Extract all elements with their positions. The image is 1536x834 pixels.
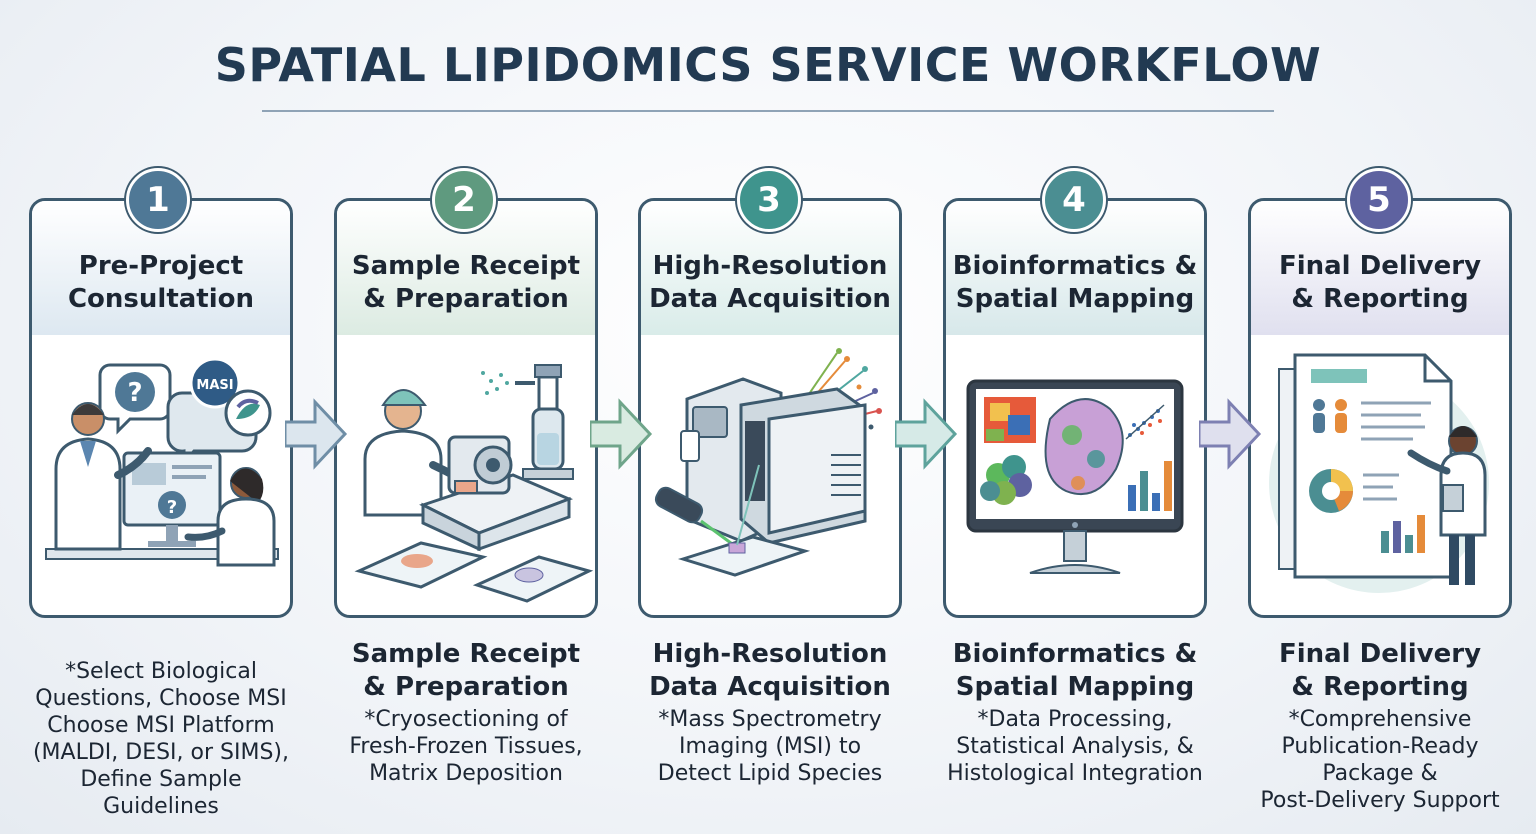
arrow-right-icon bbox=[285, 398, 348, 470]
step-1-number-badge: 1 bbox=[126, 168, 190, 232]
step-3-card-title: High-Resolution Data Acquisition bbox=[649, 251, 891, 314]
step-1-card-title: Pre-Project Consultation bbox=[67, 251, 255, 314]
step-5-card-title: Final Delivery & Reporting bbox=[1278, 251, 1482, 314]
step-3-desc-title: High-Resolution Data Acquisition bbox=[649, 639, 891, 702]
step-5-number-badge: 5 bbox=[1347, 168, 1411, 232]
step-2-description: Sample Receipt & Preparation *Cryosectio… bbox=[316, 638, 616, 787]
step-1-description: *Select Biological Questions, Choose MSI… bbox=[11, 658, 311, 820]
consultation-illustration-icon: ? MASI ? bbox=[45, 357, 279, 567]
step-2-desc-title: Sample Receipt & Preparation bbox=[351, 639, 581, 702]
step-4-illustration bbox=[946, 335, 1204, 615]
step-2-card: Sample Receipt & Preparation bbox=[334, 198, 598, 618]
cryostat-illustration-icon bbox=[354, 364, 594, 603]
step-4-desc-text: *Data Processing, Statistical Analysis, … bbox=[947, 707, 1203, 786]
svg-text:MASI: MASI bbox=[196, 378, 233, 393]
step-5-illustration bbox=[1251, 335, 1509, 615]
step-3-description: High-Resolution Data Acquisition *Mass S… bbox=[620, 638, 920, 787]
step-2-illustration bbox=[337, 335, 595, 615]
mass-spectrometer-illustration-icon bbox=[654, 348, 882, 577]
step-4-card-title: Bioinformatics & Spatial Mapping bbox=[952, 251, 1198, 314]
step-5-desc-title: Final Delivery & Reporting bbox=[1278, 639, 1482, 702]
step-3-illustration bbox=[641, 335, 899, 615]
step-5-desc-text: *Comprehensive Publication-Ready Package… bbox=[1260, 707, 1500, 813]
analytics-monitor-illustration-icon bbox=[966, 379, 1184, 574]
step-2-header: Sample Receipt & Preparation bbox=[337, 201, 595, 335]
step-5-description: Final Delivery & Reporting *Comprehensiv… bbox=[1230, 638, 1530, 814]
arrow-right-icon bbox=[1199, 398, 1262, 470]
step-4-number-badge: 4 bbox=[1042, 168, 1106, 232]
step-2-card-title: Sample Receipt & Preparation bbox=[351, 251, 581, 314]
title-divider bbox=[262, 110, 1274, 112]
step-2-desc-text: *Cryosectioning of Fresh-Frozen Tissues,… bbox=[349, 707, 583, 786]
step-4-desc-title: Bioinformatics & Spatial Mapping bbox=[952, 639, 1198, 702]
arrow-right-icon bbox=[590, 398, 653, 470]
svg-text:?: ? bbox=[167, 497, 177, 518]
step-1-illustration: ? MASI ? bbox=[32, 335, 290, 615]
arrow-right-icon bbox=[895, 398, 958, 470]
step-3-number-badge: 3 bbox=[737, 168, 801, 232]
step-4-description: Bioinformatics & Spatial Mapping *Data P… bbox=[925, 638, 1225, 787]
step-3-card: High-Resolution Data Acquisition bbox=[638, 198, 902, 618]
step-2-number-badge: 2 bbox=[432, 168, 496, 232]
step-1-desc-text: *Select Biological Questions, Choose MSI… bbox=[32, 659, 290, 819]
step-4-card: Bioinformatics & Spatial Mapping bbox=[943, 198, 1207, 618]
step-1-card: Pre-Project Consultation ? MASI ? bbox=[29, 198, 293, 618]
svg-text:?: ? bbox=[127, 378, 142, 408]
report-presentation-illustration-icon bbox=[1269, 353, 1489, 593]
workflow-title: SPATIAL LIPIDOMICS SERVICE WORKFLOW bbox=[214, 38, 1322, 92]
step-3-desc-text: *Mass Spectrometry Imaging (MSI) to Dete… bbox=[657, 707, 883, 786]
step-5-card: Final Delivery & Reporting bbox=[1248, 198, 1512, 618]
